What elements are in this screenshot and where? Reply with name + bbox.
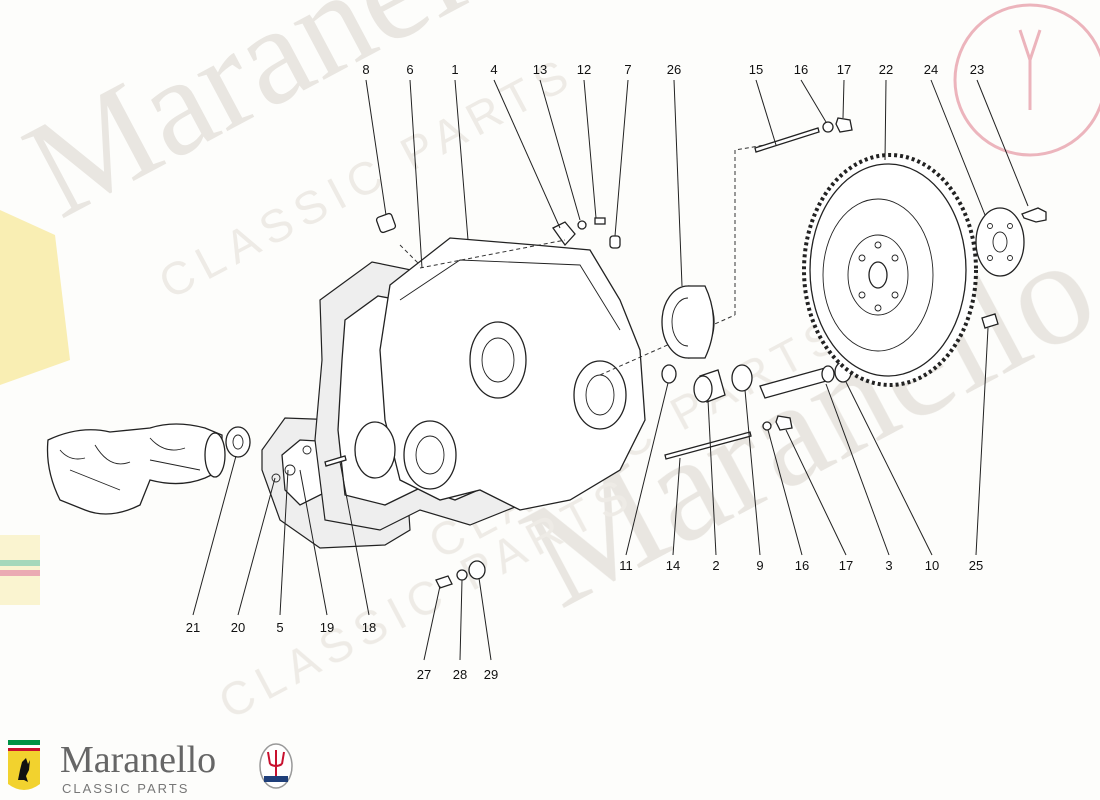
callout-23: 23 (970, 62, 984, 77)
shaft-3 (759, 365, 835, 399)
callout-9: 9 (756, 558, 763, 573)
nut-17-top (835, 117, 853, 133)
washer-16-bottom (762, 421, 772, 431)
callout-24: 24 (924, 62, 938, 77)
timing-case-housing (354, 237, 646, 511)
callout-19: 19 (320, 620, 334, 635)
callout-22: 22 (879, 62, 893, 77)
maserati-trident-icon (259, 743, 293, 789)
brand-logo: Maranello CLASSIC PARTS (8, 738, 308, 798)
bushing-2 (693, 369, 726, 403)
bearing-21 (225, 426, 251, 458)
callout-18: 18 (362, 620, 376, 635)
stud-14 (664, 431, 752, 460)
callout-2: 2 (712, 558, 719, 573)
callout-16-top: 16 (794, 62, 808, 77)
stud-18 (324, 455, 347, 467)
callout-1: 1 (451, 62, 458, 77)
callout-25: 25 (969, 558, 983, 573)
callout-17-bottom: 17 (839, 558, 853, 573)
small-fittings-top (375, 212, 621, 249)
callout-labels: 8 6 1 4 13 12 7 26 15 16 17 22 24 23 11 … (186, 62, 984, 682)
callout-11: 11 (619, 558, 633, 573)
callout-5: 5 (276, 620, 283, 635)
dowel-25 (981, 313, 999, 329)
washer-28 (456, 569, 468, 581)
bolt-23 (1021, 207, 1047, 223)
crankshaft-illustration (46, 423, 226, 515)
o-ring-11 (661, 364, 677, 384)
callout-20: 20 (231, 620, 245, 635)
screw-27 (435, 575, 453, 589)
oil-seal-26 (661, 285, 715, 359)
ferrari-shield-icon (8, 740, 40, 790)
callout-14: 14 (666, 558, 680, 573)
nut-17-bottom (775, 415, 793, 431)
callout-29: 29 (484, 667, 498, 682)
callout-3: 3 (885, 558, 892, 573)
callout-15: 15 (749, 62, 763, 77)
brand-name: Maranello (60, 739, 217, 781)
brand-tagline: CLASSIC PARTS (62, 781, 190, 796)
callout-4: 4 (490, 62, 497, 77)
callout-8: 8 (362, 62, 369, 77)
callout-17-top: 17 (837, 62, 851, 77)
callout-28: 28 (453, 667, 467, 682)
o-ring-9 (731, 364, 753, 392)
callout-6: 6 (406, 62, 413, 77)
callout-26: 26 (667, 62, 681, 77)
washer-16-top (822, 121, 834, 133)
washer-29 (468, 560, 486, 580)
callout-27: 27 (417, 667, 431, 682)
callout-12: 12 (577, 62, 591, 77)
assembly-line-top (399, 144, 766, 376)
callout-13: 13 (533, 62, 547, 77)
maserati-badge-watermark (953, 3, 1100, 157)
ferrari-badge-watermark (0, 210, 70, 605)
flywheel-22 (802, 153, 978, 387)
leader-lines (192, 79, 1029, 661)
plate-24 (975, 207, 1025, 277)
callout-16-bottom: 16 (795, 558, 809, 573)
callout-21: 21 (186, 620, 200, 635)
callout-7: 7 (624, 62, 631, 77)
stud-15 (754, 127, 820, 153)
callout-10: 10 (925, 558, 939, 573)
